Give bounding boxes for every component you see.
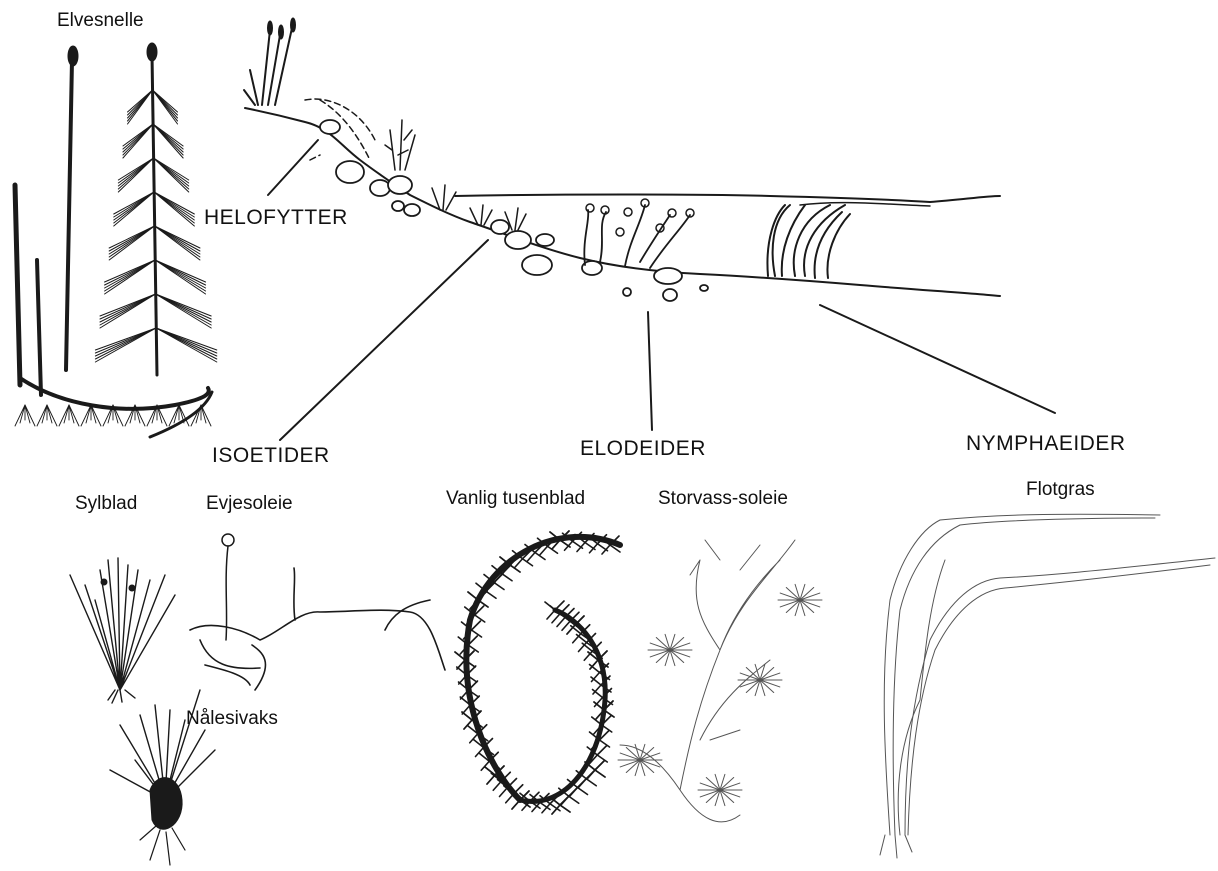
evjesoleie-drawing	[190, 534, 445, 690]
label-flotgras: Flotgras	[1026, 479, 1095, 501]
shore-profile	[244, 18, 1000, 301]
vanlig-tusenblad-drawing	[455, 531, 620, 814]
elvesnelle-drawing	[15, 43, 217, 437]
label-storvass-soleie: Storvass-soleie	[658, 488, 788, 510]
storvass-soleie-drawing	[618, 540, 822, 822]
label-elvesnelle: Elvesnelle	[57, 10, 144, 32]
label-nalesivaks: Nålesivaks	[186, 708, 278, 730]
label-evjesoleie: Evjesoleie	[206, 493, 293, 515]
label-elodeider: ELODEIDER	[580, 437, 706, 461]
flotgras-drawing	[880, 514, 1215, 858]
label-nymphaeider: NYMPHAEIDER	[966, 432, 1126, 456]
label-isoetider: ISOETIDER	[212, 444, 330, 468]
label-helofytter: HELOFYTTER	[204, 206, 348, 230]
label-vanlig-tusenblad: Vanlig tusenblad	[446, 488, 585, 510]
sylblad-drawing	[70, 558, 175, 703]
label-sylblad: Sylblad	[75, 493, 137, 515]
